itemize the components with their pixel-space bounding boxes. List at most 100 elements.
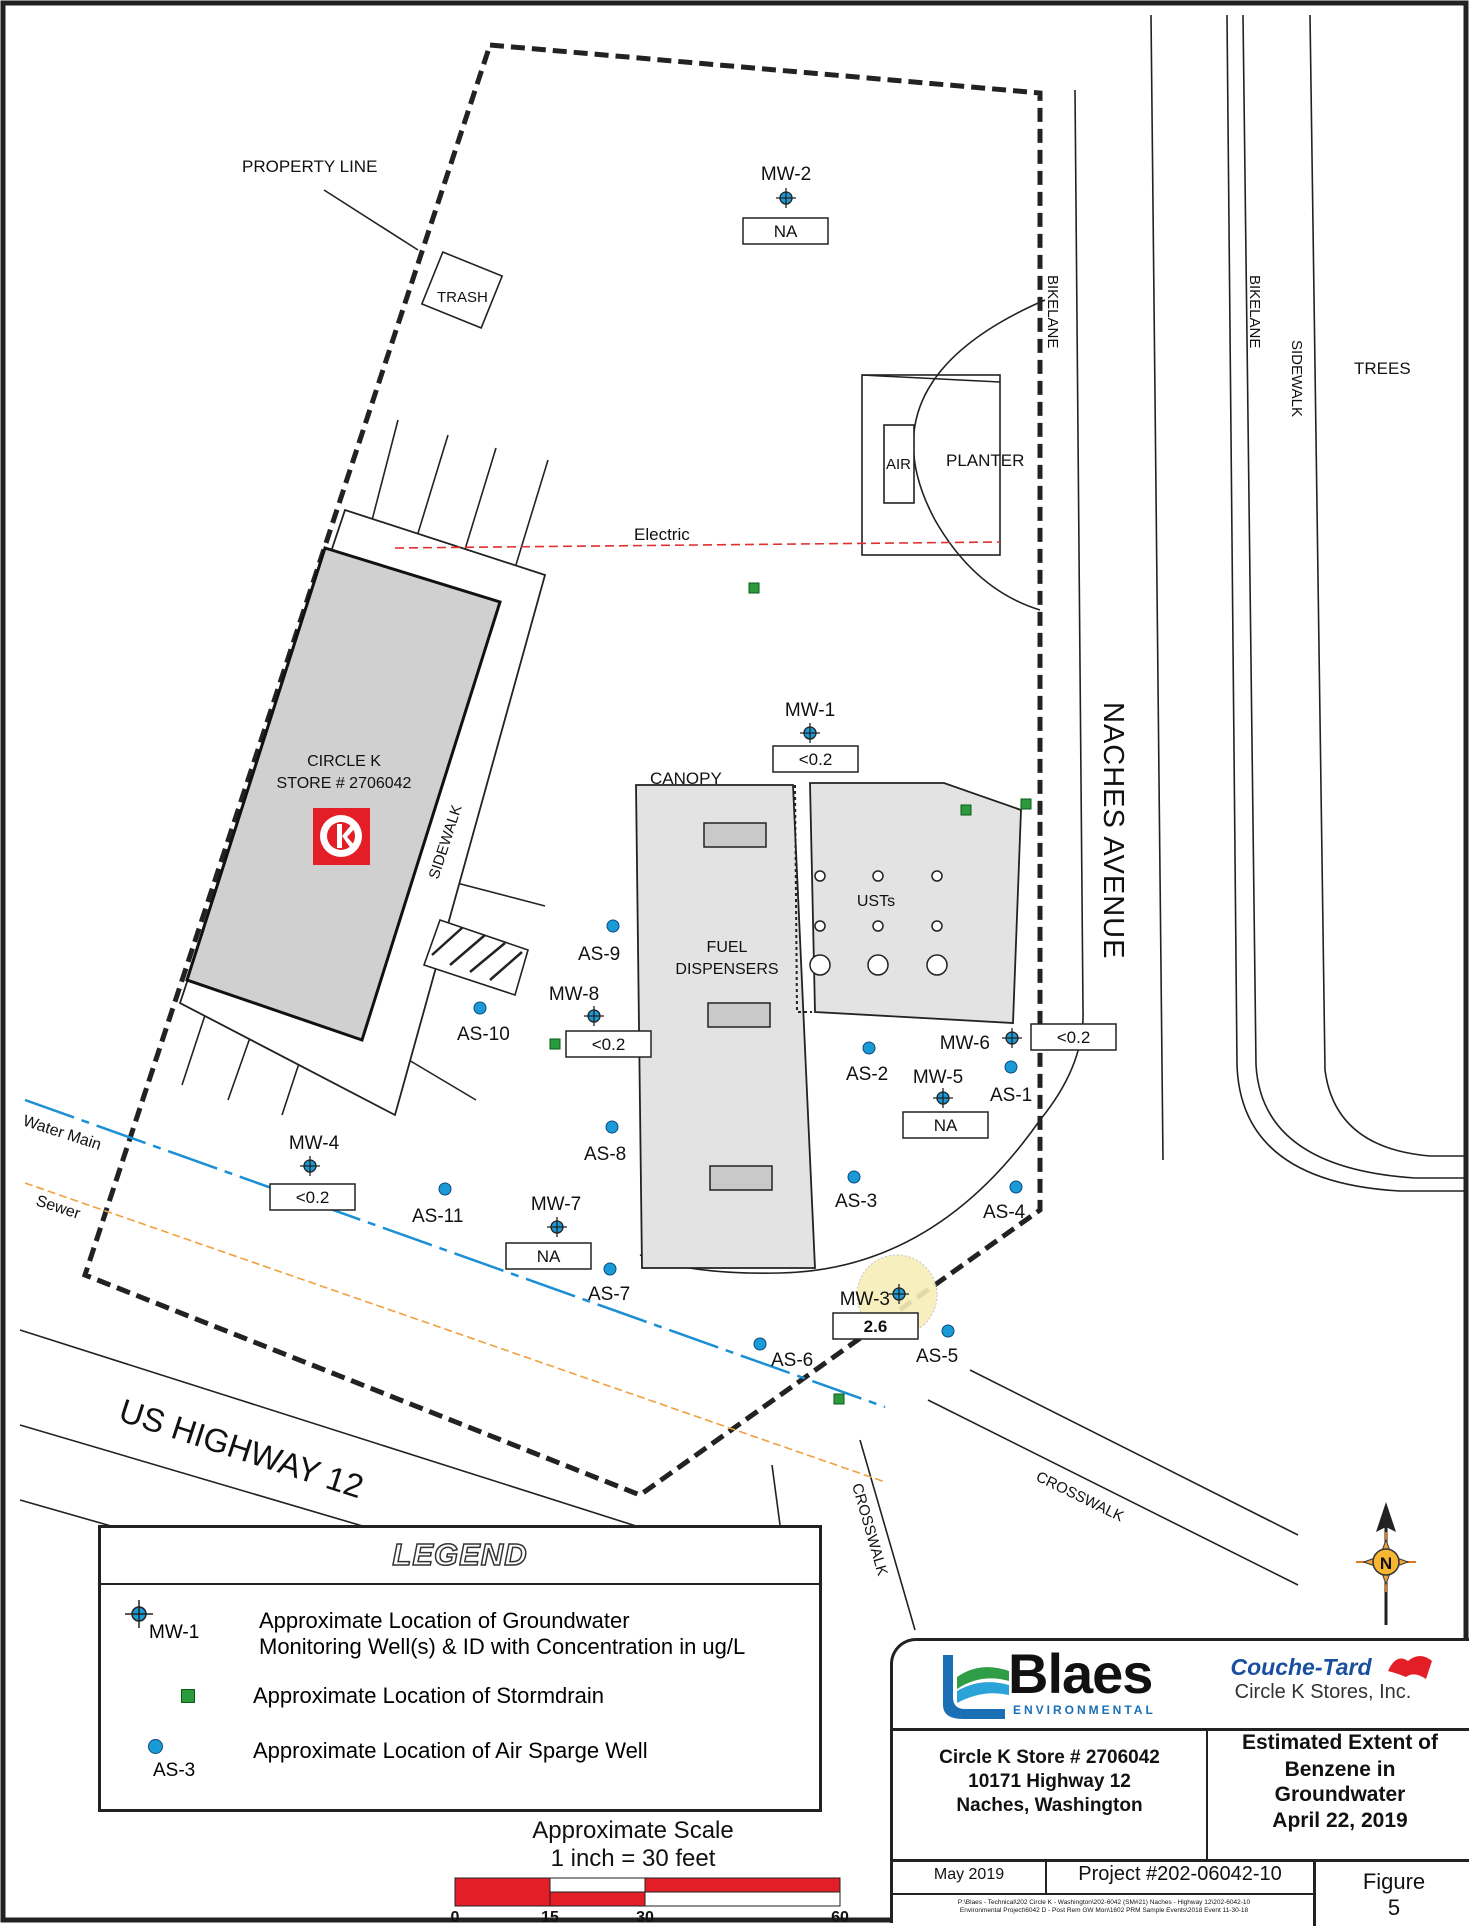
as-label: AS-11 [412, 1206, 463, 1227]
concentration-value: <0.2 [799, 750, 833, 769]
couche-tard-logo-icon [1388, 1656, 1432, 1679]
blaes-sub: ENVIRONMENTAL [1013, 1703, 1156, 1717]
legend-stormdrain-text: Approximate Location of Stormdrain [253, 1683, 604, 1708]
blaes-wordmark: Blaes [1008, 1642, 1153, 1705]
concentration-box [902, 1111, 989, 1139]
air-sparge-icon [148, 1739, 163, 1754]
monitoring-well-mw-2: MW-2NA [742, 164, 829, 245]
as-label: AS-8 [584, 1144, 626, 1165]
water-main-label: Water Main [21, 1113, 103, 1154]
figure-title-3: Groundwater [1274, 1783, 1406, 1806]
monitoring-well-mw-8: MW-8 <0.2 [549, 984, 652, 1058]
crosswalk-label-2: CROSSWALK [848, 1481, 891, 1577]
scale-line1: Approximate Scale [532, 1817, 733, 1844]
air-sparge-well [606, 919, 620, 933]
figure-number: 5 [1387, 1895, 1401, 1920]
legend-header: LEGEND [101, 1528, 819, 1585]
scale-tick: 60 [831, 1909, 849, 1923]
ust-ports [809, 870, 948, 976]
concentration-box [269, 1183, 356, 1211]
trees-label: TREES [1354, 359, 1411, 378]
bikelane-label: BIKELANE [1044, 275, 1061, 348]
stormdrains [549, 582, 1032, 1405]
naches-avenue-label: NACHES AVENUE [1097, 702, 1129, 959]
as-label: AS-4 [983, 1202, 1026, 1223]
site-line-1: Circle K Store # 2706042 [939, 1747, 1160, 1768]
legend-mw-label: MW-1 [149, 1622, 200, 1643]
as-label: AS-1 [990, 1085, 1032, 1106]
air-sparge-well [438, 1182, 452, 1196]
figure-title-2: Benzene in [1284, 1758, 1396, 1781]
monitoring-well-id: MW-7 [531, 1194, 581, 1215]
circle-k-building [185, 546, 502, 1042]
us-highway-label: US HIGHWAY 12 [115, 1391, 368, 1505]
file-path-1: P:\Blaes - Technical\202 Circle K - Wash… [957, 1899, 1251, 1906]
air-sparge-well [473, 1001, 487, 1015]
as-label: AS-5 [916, 1346, 958, 1367]
trash-label: TRASH [437, 289, 488, 306]
concentration-box [832, 1312, 919, 1340]
legend-mw-text-1: Approximate Location of Groundwater [259, 1608, 630, 1633]
fuel-label-1: FUEL [707, 939, 748, 956]
property-boundary [81, 42, 1043, 1498]
stormdrain [960, 804, 972, 816]
air-sparge-well [941, 1324, 955, 1338]
well-crosshair [300, 1156, 320, 1176]
concentration-value: <0.2 [592, 1035, 626, 1054]
electric-label: Electric [634, 525, 690, 544]
scale-tick: 0 [451, 1909, 460, 1923]
concentration-value: <0.2 [1057, 1028, 1091, 1047]
store-label-2: STORE # 2706042 [277, 775, 412, 792]
trash-enclosure [420, 251, 504, 329]
monitoring-well-id: MW-2 [761, 164, 811, 185]
scale-tick: 15 [541, 1909, 559, 1923]
air-sparge-well [753, 1337, 767, 1351]
scale-tick: 30 [636, 1909, 654, 1923]
well-crosshair [800, 723, 820, 743]
stormdrain [748, 582, 760, 594]
hatched-area [422, 918, 529, 997]
air-sparge-labels: AS-9 AS-10 AS-2 AS-1 AS-8 AS-3 AS-4 AS-1… [412, 944, 1032, 1371]
stormdrain [549, 1038, 561, 1050]
well-crosshair [889, 1284, 909, 1304]
water-main-line [24, 1098, 886, 1409]
bikelane-east-label: BIKELANE [1246, 275, 1263, 348]
monitoring-well-mw-1: MW-1<0.2 [772, 700, 859, 773]
crosswalk-label-1: CROSSWALK [1033, 1468, 1126, 1525]
concentration-value: NA [537, 1247, 561, 1266]
scale-bar: Approximate Scale 1 inch = 30 feet 0 15 … [451, 1817, 849, 1923]
sewer-label: Sewer [34, 1193, 83, 1223]
north-label: N [1380, 1554, 1392, 1573]
as-label: AS-2 [846, 1064, 888, 1085]
air-sparge-wells [438, 919, 1023, 1351]
monitoring-well-id: MW-8 [549, 984, 599, 1005]
concentration-value: 2.6 [864, 1317, 888, 1336]
concentration-box [742, 217, 829, 245]
stormdrain [1020, 798, 1032, 810]
air-sparge-well [605, 1120, 619, 1134]
air-sparge-well [603, 1262, 617, 1276]
air-sparge-well [847, 1170, 861, 1184]
as-label: AS-9 [578, 944, 620, 965]
as-label: AS-10 [457, 1024, 510, 1045]
well-crosshair [1002, 1028, 1022, 1048]
map-date: May 2019 [933, 1866, 1005, 1883]
store-label-1: CIRCLE K [307, 753, 381, 770]
concentration-value: NA [934, 1116, 958, 1135]
air-sparge-well [862, 1041, 876, 1055]
electric-line [394, 541, 1001, 549]
monitoring-well-mw-3: MW-32.6 [832, 1284, 919, 1340]
legend: LEGEND MW-1 Approximate Location of Grou… [98, 1525, 822, 1812]
concentration-box [1030, 1023, 1117, 1051]
legend-title: LEGEND [392, 1536, 528, 1573]
circle-k-stores: Circle K Stores, Inc. [1234, 1681, 1412, 1703]
usts-label: USTs [857, 893, 895, 910]
as-label: AS-7 [588, 1284, 630, 1305]
ust-area [809, 782, 1022, 1024]
well-crosshair [776, 188, 796, 208]
legend-as-text: Approximate Location of Air Sparge Well [253, 1738, 648, 1763]
legend-as-label: AS-3 [153, 1760, 196, 1781]
figure-title-1: Estimated Extent of [1241, 1731, 1439, 1754]
concentration-value: <0.2 [296, 1188, 330, 1207]
